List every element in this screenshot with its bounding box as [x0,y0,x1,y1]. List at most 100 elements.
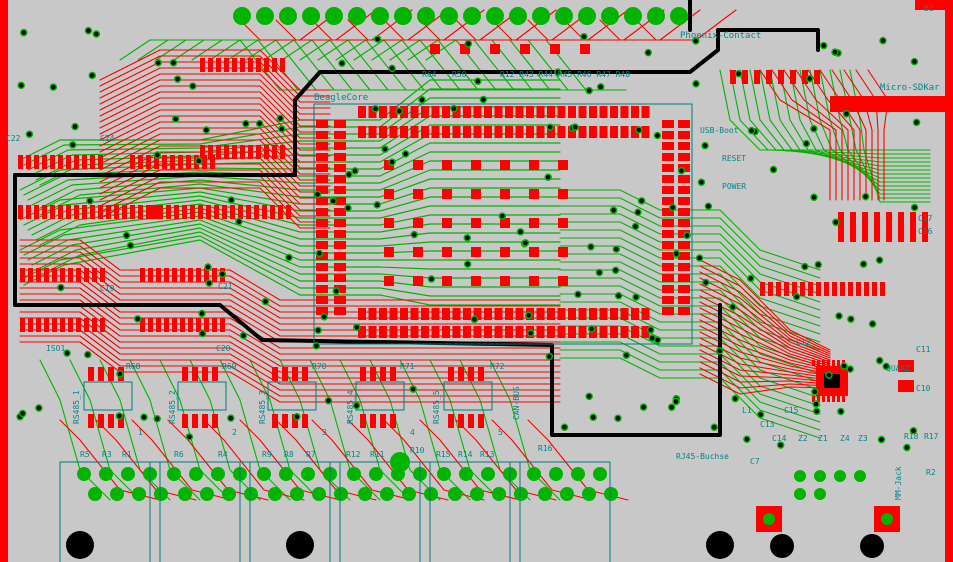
ic-pad [206,205,211,219]
jack-pin [794,488,806,500]
label-r10: R10 [410,446,425,455]
ic-right-pad [784,282,789,296]
label-r64: R64 [422,70,437,79]
ic-pad [60,268,65,282]
pad-top-row [410,106,419,118]
header-pin [302,7,320,25]
trace-back [27,97,561,171]
via [743,435,751,443]
pad-right-col [662,164,674,172]
ic-pad [100,318,105,332]
via [859,260,868,268]
trace-front [347,9,449,41]
pad-bottom-row [494,308,503,320]
pad-left-col [316,274,328,282]
pad-bottom-row [379,326,387,338]
pad-center-grid [384,247,394,257]
ic-pad [170,155,175,169]
pad-top-row [421,106,429,118]
rj45-pin [334,487,348,501]
ic-pad [100,268,105,282]
header-pin [601,7,619,25]
pad-left-col [316,230,328,238]
pad-top-row [641,106,650,118]
pad-right-col [678,263,690,271]
pad-center-grid [413,276,423,286]
trace-front [99,103,331,145]
pad-bottom-row [494,326,503,338]
trace-back [769,69,931,171]
via [639,403,648,411]
via [463,260,472,268]
pad-center-grid [558,218,568,228]
rs485-pad [272,367,278,381]
ic-pad [130,155,135,169]
rs485-pad [182,414,188,428]
pad-bottom-row [599,308,608,320]
ic-right-pad [880,282,885,296]
rs485-pad [302,367,308,381]
ic-pad [84,268,89,282]
label-r9: R9 [262,450,272,459]
ic-pad [248,58,253,72]
label-z1: Z1 [818,434,828,443]
pad-left-col [316,175,328,183]
rj45-outline [239,461,341,562]
rj45-pin [312,487,326,501]
pad-bottom-row [515,308,524,320]
rs485-outline [267,381,317,411]
via [526,329,535,337]
label-can-bus: CAN-BUS [512,386,521,420]
via [825,371,833,380]
via [388,158,396,166]
trace-back [39,207,561,246]
via [198,309,206,318]
rj45-pin [257,467,271,481]
via [261,297,270,306]
pad-top-row [379,126,387,138]
pad-top-row [442,106,450,118]
header-pin [532,7,550,25]
pad-bottom-row [505,308,513,320]
usb-pad [766,70,772,84]
rj45-pin [538,487,552,501]
trace-front [99,73,331,115]
label-rs485-1: RS485_1 [72,390,81,424]
via [677,166,686,175]
via [580,32,588,41]
pad-center-grid [500,276,510,286]
via [154,58,162,67]
via [276,114,285,123]
pad-top-row [526,106,534,118]
rs485-pad [212,367,218,381]
pad-top-row [505,126,513,138]
ic-pad [212,318,217,332]
pad-top-row [557,126,566,138]
ic-pad [210,155,215,169]
label-ic-3: 3 [322,428,327,437]
rs485-pad [192,414,198,428]
trace-back [31,106,561,176]
rj45-pin [279,467,293,481]
pad-top-row [494,106,503,118]
rs485-pad [478,367,484,381]
ic-pad [34,205,39,219]
rs485-pad [118,414,124,428]
via [877,435,886,444]
rj45-pin [402,487,416,501]
ic-pad [98,155,103,169]
pad-center-grid [471,247,481,257]
pad-right-col [662,230,674,238]
quarz-pad [898,360,914,372]
via [173,75,182,83]
rj45-pin [448,487,462,501]
rs485-pad [202,414,208,428]
pad-left-col [316,252,328,260]
trace-back [559,301,821,383]
via [672,397,680,406]
sd-resistor [838,212,844,242]
rs485-pad [380,367,386,381]
pad-center-grid [384,189,394,199]
ic-pad [188,268,193,282]
via [545,352,554,361]
